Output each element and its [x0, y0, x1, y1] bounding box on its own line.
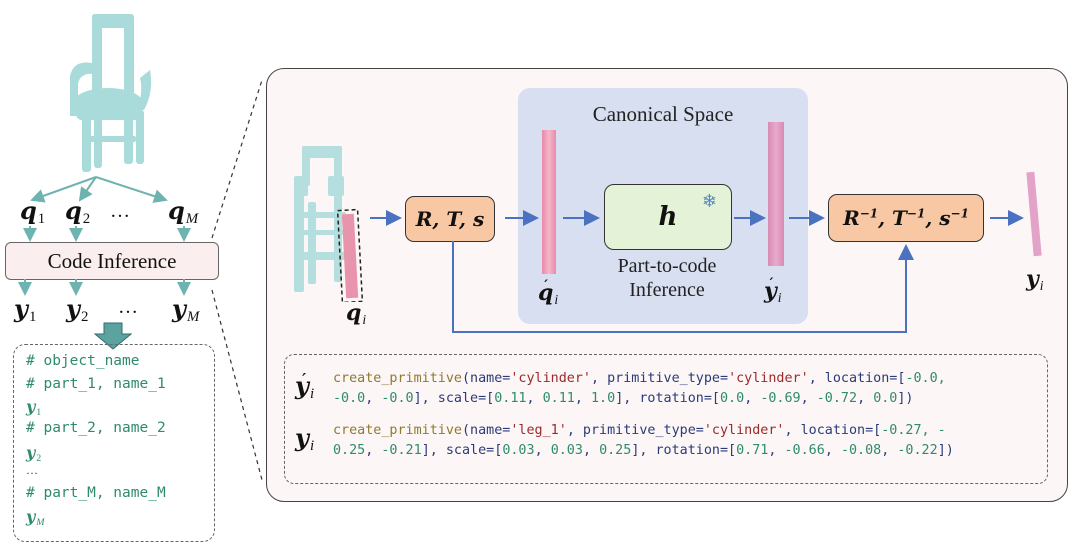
zoom-line-top: [211, 79, 263, 239]
canonical-output-label: yi′: [764, 276, 782, 305]
outputs-ellipsis: …: [118, 296, 138, 318]
part-qM-label: qM: [168, 196, 199, 228]
final-output-label: yi: [1026, 266, 1044, 293]
code-line-part-2: # part_2, name_2: [26, 420, 166, 436]
highlighted-part: [341, 213, 359, 299]
frozen-snowflake-icon: ❄: [701, 191, 717, 211]
model-label: h: [658, 202, 678, 232]
code-inference-box: Code Inference: [5, 242, 219, 280]
zoom-line-bottom: [211, 289, 263, 481]
assembled-code-block: # object_name # part_1, name_1 y1 # part…: [13, 344, 215, 542]
transform-box: R, T, s: [405, 196, 495, 242]
output-y1-label: y1: [14, 294, 37, 326]
code-example-final-line-1: create_primitive(name='leg_1', primitive…: [333, 423, 946, 438]
code-line-part-1: # part_1, name_1: [26, 376, 166, 392]
code-example-canonical-label: yi′: [295, 370, 315, 403]
part-q1-label: q1: [20, 196, 46, 228]
code-line-y2: y2: [26, 443, 42, 464]
transform-label: R, T, s: [415, 207, 485, 231]
inference-output-arrows: [18, 279, 191, 296]
canonical-part-bar: [542, 130, 556, 274]
inverse-transform-label: R−1, T−1, s−1: [843, 206, 969, 230]
output-yM-label: yM: [172, 294, 200, 326]
code-example-canonical-line-2: -0.0, -0.0], scale=[0.11, 0.11, 1.0], ro…: [333, 391, 914, 406]
code-examples-block: yi′ create_primitive(name='cylinder', pr…: [284, 354, 1048, 484]
input-part-label: qi: [346, 300, 367, 327]
chair-part-highlight-icon: [294, 146, 364, 302]
canonical-part-label: qi′: [538, 278, 559, 307]
code-example-final-line-2: 0.25, -0.21], scale=[0.03, 0.03, 0.25], …: [333, 443, 954, 458]
chair-point-cloud-icon: [70, 14, 152, 172]
down-arrow-icon: [94, 322, 132, 350]
canonical-space-title: Canonical Space: [592, 102, 734, 126]
model-caption: Part-to-code Inference: [617, 255, 717, 301]
output-y2-label: y2: [66, 294, 89, 326]
part-q2-label: q2: [65, 196, 91, 228]
code-example-canonical-line-1: create_primitive(name='cylinder', primit…: [333, 371, 946, 386]
code-line-yM: yM: [26, 507, 45, 528]
code-line-ellipsis: …: [26, 463, 38, 477]
code-line-part-M: # part_M, name_M: [26, 485, 166, 501]
part-split-arrows: [23, 176, 191, 242]
code-example-final-label: yi: [295, 423, 315, 455]
parts-ellipsis: …: [110, 200, 130, 222]
skip-connection-arrow: [452, 241, 914, 333]
code-line-y1: y1: [26, 397, 42, 418]
code-line-object-name: # object_name: [26, 353, 140, 369]
canonical-output-bar: [768, 122, 784, 266]
part-to-code-model-box: h ❄: [604, 184, 732, 250]
inverse-transform-box: R−1, T−1, s−1: [828, 194, 984, 242]
